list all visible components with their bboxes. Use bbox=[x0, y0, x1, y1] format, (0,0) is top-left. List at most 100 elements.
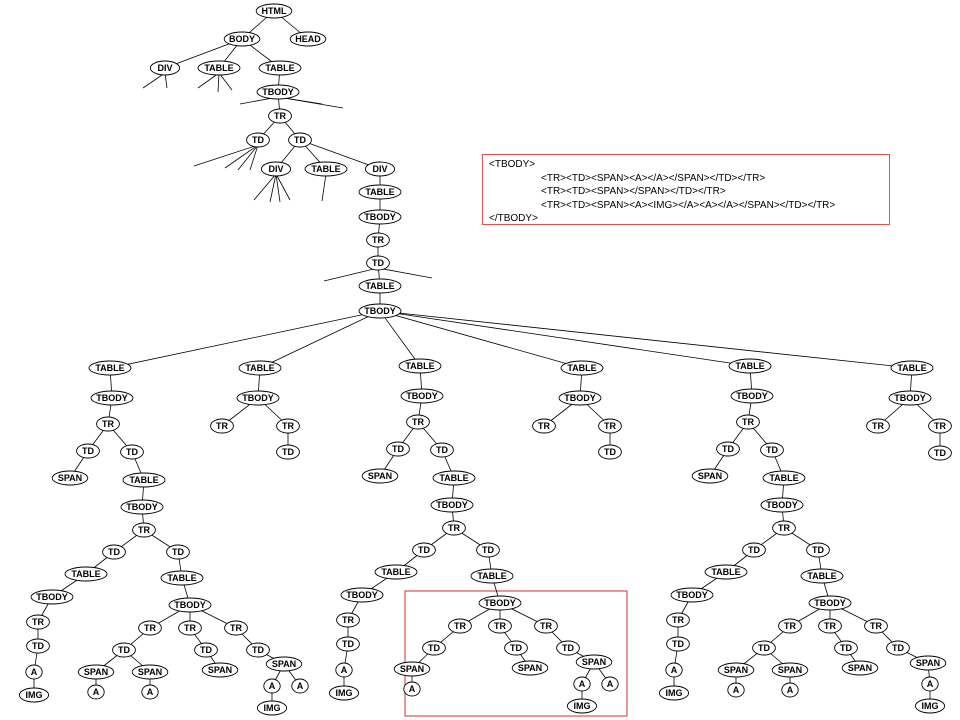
node-label: TR bbox=[102, 419, 114, 429]
tree-node-table: TABLE bbox=[560, 360, 604, 376]
tree-node-img: IMG bbox=[328, 685, 360, 701]
node-ellipse bbox=[112, 642, 136, 658]
node-label: TBODY bbox=[262, 87, 294, 97]
tree-node-table: TABLE bbox=[728, 358, 772, 374]
node-label: A bbox=[787, 685, 794, 695]
node-label: TBODY bbox=[36, 592, 68, 602]
tree-node-table: TABLE bbox=[197, 60, 241, 76]
node-ellipse bbox=[256, 700, 288, 716]
tree-node-table: TABLE bbox=[358, 278, 402, 294]
node-label: HTML bbox=[262, 6, 287, 16]
tree-node-td: TD bbox=[716, 441, 740, 457]
node-ellipse bbox=[168, 597, 212, 613]
node-label: TR bbox=[274, 111, 286, 121]
node-ellipse bbox=[238, 360, 282, 376]
tree-node-tr: TR bbox=[210, 418, 234, 434]
node-label: DIV bbox=[157, 63, 172, 73]
node-ellipse bbox=[88, 360, 132, 376]
collapsed-edge bbox=[193, 144, 259, 167]
node-ellipse bbox=[598, 444, 622, 460]
tree-node-div: DIV bbox=[260, 161, 292, 177]
node-label: TR bbox=[144, 623, 156, 633]
node-ellipse bbox=[268, 108, 292, 124]
tree-node-tr: TR bbox=[772, 520, 796, 536]
node-label: TBODY bbox=[484, 598, 516, 608]
node-label: TR bbox=[494, 621, 506, 631]
collapsed-edge bbox=[253, 173, 277, 201]
node-label: SPAN bbox=[582, 657, 606, 667]
node-ellipse bbox=[393, 661, 431, 677]
node-ellipse bbox=[26, 638, 50, 654]
node-label: A bbox=[409, 684, 416, 694]
node-ellipse bbox=[573, 676, 591, 692]
tree-node-span: SPAN bbox=[691, 468, 729, 484]
tree-node-table: TABLE bbox=[432, 470, 476, 486]
tree-node-td: TD bbox=[76, 443, 100, 459]
node-ellipse bbox=[476, 542, 500, 558]
node-label: TBODY bbox=[364, 306, 396, 316]
node-ellipse bbox=[921, 676, 939, 692]
node-ellipse bbox=[358, 303, 402, 319]
collapsed-edge bbox=[249, 144, 259, 171]
node-label: TABLE bbox=[567, 363, 596, 373]
tree-node-span: SPAN bbox=[841, 660, 879, 676]
node-ellipse bbox=[141, 684, 159, 700]
node-label: SPAN bbox=[368, 471, 392, 481]
node-ellipse bbox=[400, 388, 444, 404]
tree-node-tbody: TBODY bbox=[558, 390, 602, 406]
node-label: TABLE bbox=[245, 363, 274, 373]
node-ellipse bbox=[666, 636, 690, 652]
tree-node-tbody: TBODY bbox=[478, 595, 522, 611]
tree-node-tbody: TBODY bbox=[340, 587, 384, 603]
node-ellipse bbox=[511, 660, 549, 676]
node-ellipse bbox=[909, 655, 947, 671]
tree-node-tr: TR bbox=[178, 620, 202, 636]
node-label: A bbox=[147, 687, 154, 697]
node-ellipse bbox=[841, 660, 879, 676]
collapsed-edge bbox=[142, 72, 166, 89]
node-ellipse bbox=[386, 441, 410, 457]
node-ellipse bbox=[716, 441, 740, 457]
node-label: TABLE bbox=[265, 63, 294, 73]
node-ellipse bbox=[102, 544, 126, 560]
node-ellipse bbox=[263, 678, 281, 694]
node-label: TABLE bbox=[735, 361, 764, 371]
tree-node-table: TABLE bbox=[304, 161, 348, 177]
node-ellipse bbox=[752, 640, 776, 656]
collapsed-edge bbox=[224, 144, 259, 169]
node-label: TR bbox=[870, 621, 882, 631]
node-ellipse bbox=[223, 31, 261, 47]
node-ellipse bbox=[77, 664, 115, 680]
node-label: TABLE bbox=[129, 475, 158, 485]
node-label: TD bbox=[108, 547, 120, 557]
tree-node-tr: TR bbox=[132, 522, 156, 538]
node-ellipse bbox=[120, 499, 164, 515]
tree-node-td: TD bbox=[166, 544, 190, 560]
node-label: TABLE bbox=[311, 164, 340, 174]
node-ellipse bbox=[691, 468, 729, 484]
node-label: TABLE bbox=[365, 281, 394, 291]
node-ellipse bbox=[742, 542, 766, 558]
tree-node-a: A bbox=[141, 684, 159, 700]
node-label: IMG bbox=[922, 701, 939, 711]
collapsed-edge bbox=[321, 173, 327, 202]
node-ellipse bbox=[256, 84, 300, 100]
node-ellipse bbox=[149, 60, 181, 76]
node-ellipse bbox=[806, 542, 830, 558]
node-ellipse bbox=[224, 620, 248, 636]
node-ellipse bbox=[335, 662, 353, 678]
node-ellipse bbox=[87, 684, 105, 700]
node-ellipse bbox=[406, 414, 430, 430]
node-ellipse bbox=[736, 414, 760, 430]
node-ellipse bbox=[430, 497, 474, 513]
node-label: SPAN bbox=[272, 659, 296, 669]
tree-node-span: SPAN bbox=[77, 664, 115, 680]
node-ellipse bbox=[430, 442, 454, 458]
node-label: TD bbox=[510, 643, 522, 653]
node-ellipse bbox=[403, 681, 421, 697]
tree-node-tbody: TBODY bbox=[888, 390, 932, 406]
node-label: TR bbox=[872, 421, 884, 431]
tree-node-tbody: TBODY bbox=[358, 209, 402, 225]
node-ellipse bbox=[197, 60, 241, 76]
node-label: TBODY bbox=[364, 212, 396, 222]
